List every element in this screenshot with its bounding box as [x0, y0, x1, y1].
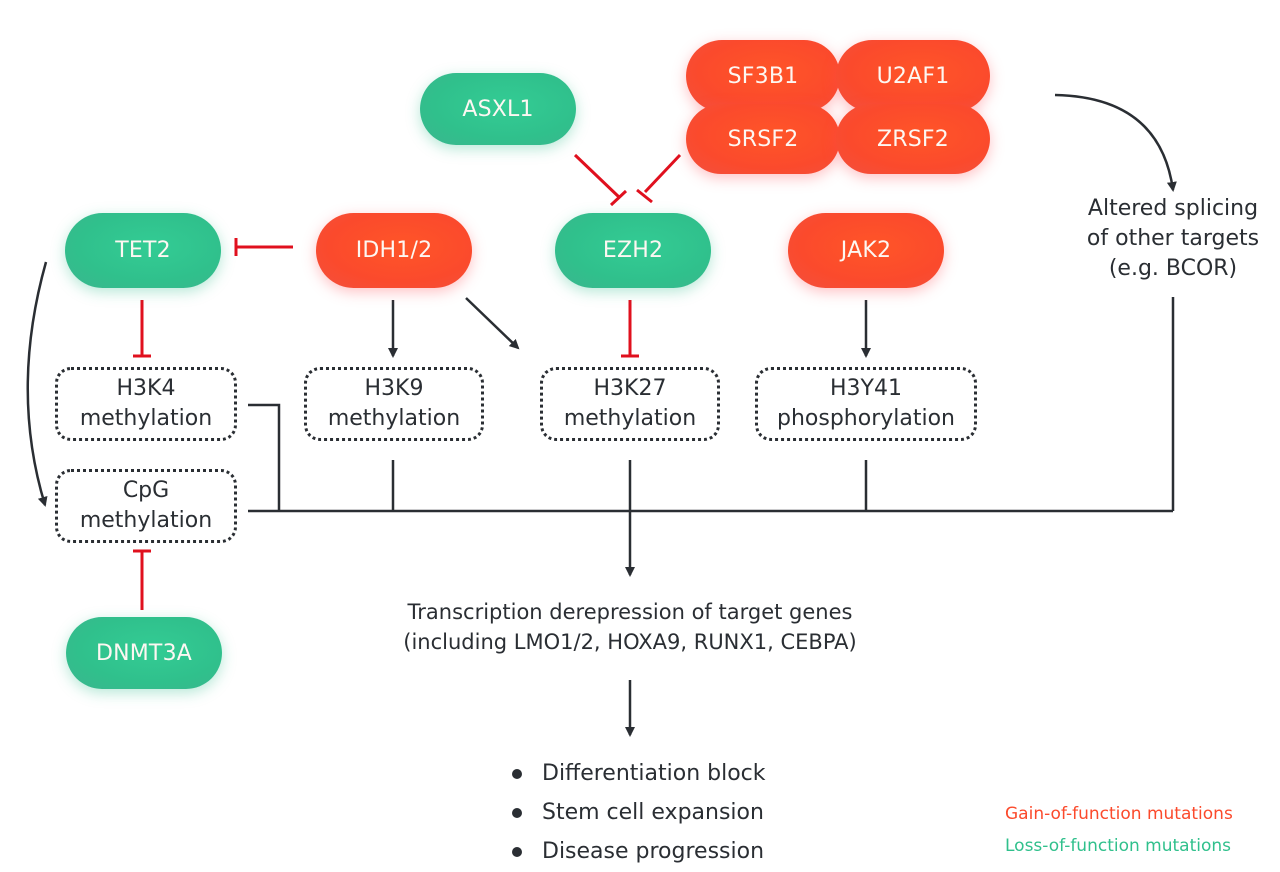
edge-splicing-inhibits-ezh2	[636, 153, 682, 204]
node-ezh2: EZH2	[555, 213, 711, 288]
edge-tet2-inhibits-h3k4	[133, 300, 151, 358]
transcription-line: (including LMO1/2, HOXA9, RUNX1, CEBPA)	[403, 630, 857, 654]
mark-name: H3Y41	[830, 376, 902, 401]
legend-gain-of-function: Gain-of-function mutations	[1005, 804, 1233, 824]
node-jak2: JAK2	[788, 213, 944, 288]
transcription-derepression: Transcription derepression of target gen…	[370, 597, 890, 657]
outcome-item: Stem cell expansion	[512, 793, 766, 832]
node-label: TET2	[115, 238, 171, 263]
node-label: JAK2	[840, 238, 892, 263]
mark-name: H3K4	[116, 376, 176, 401]
edge-dnmt3a-inhibits-cpg	[133, 549, 151, 610]
node-label: DNMT3A	[95, 640, 193, 666]
outcome-item: Disease progression	[512, 832, 766, 871]
node-label: SF3B1	[727, 63, 799, 89]
node-u2af1: U2AF1	[836, 40, 990, 112]
mark-type: methylation	[79, 406, 213, 431]
mark-cpg-methylation: CpG methylation	[55, 469, 237, 543]
node-sf3b1: SF3B1	[686, 40, 840, 112]
mark-h3k4-methylation: H3K4 methylation	[55, 367, 237, 441]
node-label: U2AF1	[876, 63, 950, 89]
legend: Gain-of-function mutations Loss-of-funct…	[1005, 798, 1233, 862]
outcome-item: Differentiation block	[512, 754, 766, 793]
mark-type: methylation	[327, 406, 461, 431]
mark-type: phosphorylation	[777, 406, 955, 431]
splicing-line: (e.g. BCOR)	[1108, 256, 1238, 281]
mark-name: H3K9	[364, 376, 424, 401]
node-label: ASXL1	[462, 96, 534, 122]
bullet-icon	[512, 846, 522, 857]
splicing-outcome: Altered splicing of other targets (e.g. …	[1080, 194, 1266, 284]
mark-h3k27-methylation: H3K27 methylation	[540, 367, 720, 441]
node-tet2: TET2	[65, 213, 221, 288]
legend-loss-of-function: Loss-of-function mutations	[1005, 836, 1232, 856]
bullet-icon	[512, 807, 522, 818]
node-label: SRSF2	[727, 126, 799, 152]
bullet-icon	[512, 768, 522, 779]
node-srsf2: SRSF2	[686, 104, 840, 174]
mark-type: methylation	[563, 406, 697, 431]
outcome-text: Disease progression	[542, 839, 765, 864]
edge-asxl1-inhibits-ezh2	[573, 153, 628, 207]
mark-h3k9-methylation: H3K9 methylation	[304, 367, 484, 441]
splicing-line: of other targets	[1086, 226, 1260, 251]
mark-h3y41-phosphorylation: H3Y41 phosphorylation	[755, 367, 977, 441]
mark-name: CpG	[122, 478, 170, 503]
bus-h3k4	[248, 403, 281, 511]
node-zrsf2: ZRSF2	[836, 104, 990, 174]
node-label: IDH1/2	[355, 238, 433, 263]
outcome-text: Differentiation block	[542, 761, 766, 786]
transcription-line: Transcription derepression of target gen…	[407, 600, 853, 624]
outcome-text: Stem cell expansion	[542, 800, 764, 825]
node-asxl1: ASXL1	[420, 73, 576, 145]
edge-idh-activates-h3k27	[465, 297, 520, 350]
edge-idh-inhibits-tet2	[234, 238, 293, 256]
outcome-list: Differentiation block Stem cell expansio…	[512, 754, 766, 871]
node-label: EZH2	[602, 238, 664, 263]
splicing-line: Altered splicing	[1087, 196, 1259, 221]
node-label: ZRSF2	[877, 126, 949, 152]
edge-ezh2-inhibits-h3k27	[621, 300, 639, 358]
node-idh1-2: IDH1/2	[316, 213, 472, 288]
edge-splicing-factors-to-splicing	[1054, 93, 1177, 192]
mark-name: H3K27	[593, 376, 667, 401]
mark-type: methylation	[79, 508, 213, 533]
node-dnmt3a: DNMT3A	[66, 617, 222, 689]
edge-tet2-activates-cpg	[26, 261, 48, 507]
